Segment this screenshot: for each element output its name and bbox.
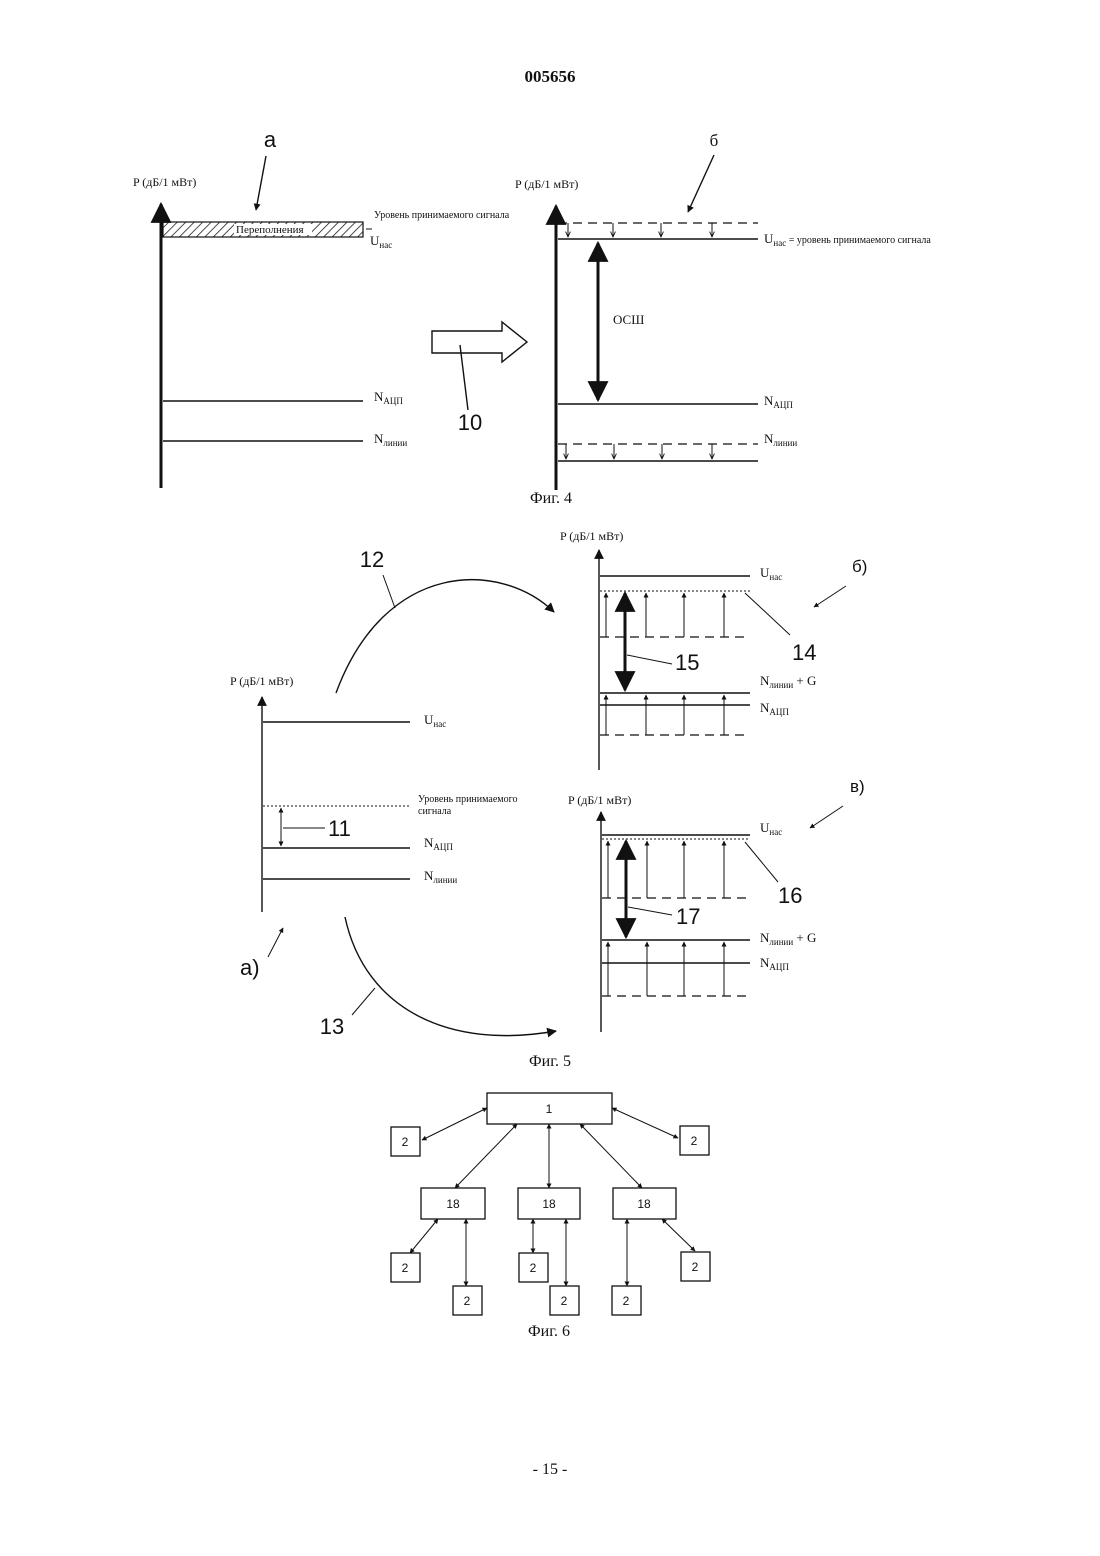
fig5b-u-sat: Uнас — [760, 565, 782, 582]
fig5a-signal-level-2: сигнала — [418, 806, 452, 817]
fig6-terminal-node: 2 — [391, 1127, 420, 1156]
fig4a-pointer — [256, 156, 266, 210]
fig4-caption: Фиг. 4 — [530, 490, 572, 507]
fig6-hub-node: 18 — [613, 1188, 676, 1219]
fig4a-n-line: Nлинии — [374, 431, 407, 448]
fig4a-overflow-label: Переполнения — [236, 224, 304, 236]
svg-text:2: 2 — [692, 1260, 699, 1274]
fig5b-up-arrows-bottom — [606, 695, 724, 735]
fig5c-axis-label: P (дБ/1 мВт) — [568, 793, 631, 807]
svg-text:18: 18 — [637, 1197, 651, 1211]
fig5c-u-sat: Uнас — [760, 820, 782, 837]
svg-text:2: 2 — [691, 1134, 698, 1148]
fig5-panel-a: P (дБ/1 мВт) Uнас Уровень принимаемого с… — [230, 674, 517, 980]
fig6-terminal-node: 2 — [681, 1252, 710, 1281]
fig4b-n-adc: NАЦП — [764, 393, 793, 410]
fig5b-axis-label: P (дБ/1 мВт) — [560, 529, 623, 543]
svg-text:2: 2 — [402, 1261, 409, 1275]
fig5c-ref-16: 16 — [778, 883, 802, 908]
fig6-caption: Фиг. 6 — [528, 1323, 570, 1340]
fig5b-ref-14: 14 — [792, 640, 816, 665]
fig4b-axis-label: P (дБ/1 мВт) — [515, 177, 578, 191]
fig5a-label: а) — [240, 955, 260, 980]
svg-text:2: 2 — [561, 1294, 568, 1308]
fig4b-u-sat: Uнас = уровень принимаемого сигнала — [764, 231, 931, 248]
fig5a-axis-label: P (дБ/1 мВт) — [230, 674, 293, 688]
fig5c-ref-17: 17 — [676, 904, 700, 929]
svg-text:2: 2 — [530, 1261, 537, 1275]
fig5b-n-adc: NАЦП — [760, 700, 789, 717]
fig5-panel-b: P (дБ/1 мВт) б) Uнас 14 15 Nлинии + G NА… — [560, 529, 867, 770]
fig5b-n-line-g: Nлинии + G — [760, 673, 816, 690]
fig4b-snr-label: ОСШ — [613, 312, 644, 327]
fig6-terminal-node: 2 — [612, 1286, 641, 1315]
fig6-hub-node: 18 — [518, 1188, 580, 1219]
fig5b-ref-15: 15 — [675, 650, 699, 675]
fig4b-label: б — [710, 131, 719, 150]
svg-text:18: 18 — [446, 1197, 460, 1211]
fig4b-n-line: Nлинии — [764, 431, 797, 448]
fig4-transition-arrow: 10 — [432, 322, 527, 435]
fig4a-label: а — [264, 127, 277, 152]
document-number: 005656 — [525, 67, 576, 86]
fig4b-pointer — [688, 155, 714, 212]
fig5c-label: в) — [850, 777, 865, 796]
fig6-hub-node: 18 — [421, 1188, 485, 1219]
fig5-arrow-12: 12 — [336, 547, 554, 693]
svg-text:1: 1 — [546, 1102, 553, 1116]
fig5-arrow-13: 13 — [320, 917, 556, 1039]
fig5b-label: б) — [852, 557, 867, 576]
fig4a-u-sat: Uнас — [370, 233, 392, 250]
fig4-panel-a: а P (дБ/1 мВт) Переполнения Уровень прин… — [133, 127, 510, 488]
fig4a-n-adc: NАЦП — [374, 389, 403, 406]
fig6-terminal-node: 2 — [391, 1253, 420, 1282]
svg-text:2: 2 — [464, 1294, 471, 1308]
svg-text:2: 2 — [402, 1135, 409, 1149]
fig5a-u-sat: Uнас — [424, 712, 446, 729]
fig6-terminal-node: 2 — [453, 1286, 482, 1315]
fig5c-n-line-g: Nлинии + G — [760, 930, 816, 947]
fig5a-n-adc: NАЦП — [424, 835, 453, 852]
fig4b-down-arrows-top — [568, 223, 712, 237]
fig6-terminal-node: 2 — [519, 1253, 548, 1282]
fig4-panel-b: б P (дБ/1 мВт) Uнас = уровень принимаемо… — [515, 131, 931, 490]
fig6-central-node: 1 — [487, 1093, 612, 1124]
fig5a-n-line: Nлинии — [424, 868, 457, 885]
svg-text:18: 18 — [542, 1197, 556, 1211]
fig5-ref-13: 13 — [320, 1014, 344, 1039]
fig5c-up-arrows-bottom — [608, 942, 724, 996]
fig5-caption: Фиг. 5 — [529, 1053, 571, 1070]
fig5a-signal-level-1: Уровень принимаемого — [418, 794, 517, 805]
fig4a-signal-level-label: Уровень принимаемого сигнала — [374, 210, 510, 221]
fig6-terminal-node: 2 — [680, 1126, 709, 1155]
fig4-ref-10: 10 — [458, 410, 482, 435]
fig5a-ref-11: 11 — [328, 816, 351, 841]
page-number: - 15 - — [533, 1461, 568, 1478]
fig4a-axis-label: P (дБ/1 мВт) — [133, 175, 196, 189]
fig6-network-diagram: 1 18 18 18 2 2 2 2 — [391, 1093, 710, 1315]
fig5-ref-12: 12 — [360, 547, 384, 572]
fig5-panel-c: P (дБ/1 мВт) в) Uнас 16 17 Nлинии + G NА… — [568, 777, 865, 1032]
svg-text:2: 2 — [623, 1294, 630, 1308]
fig4b-down-arrows-bottom — [566, 444, 712, 459]
fig6-terminal-node: 2 — [550, 1286, 579, 1315]
fig5c-n-adc: NАЦП — [760, 955, 789, 972]
